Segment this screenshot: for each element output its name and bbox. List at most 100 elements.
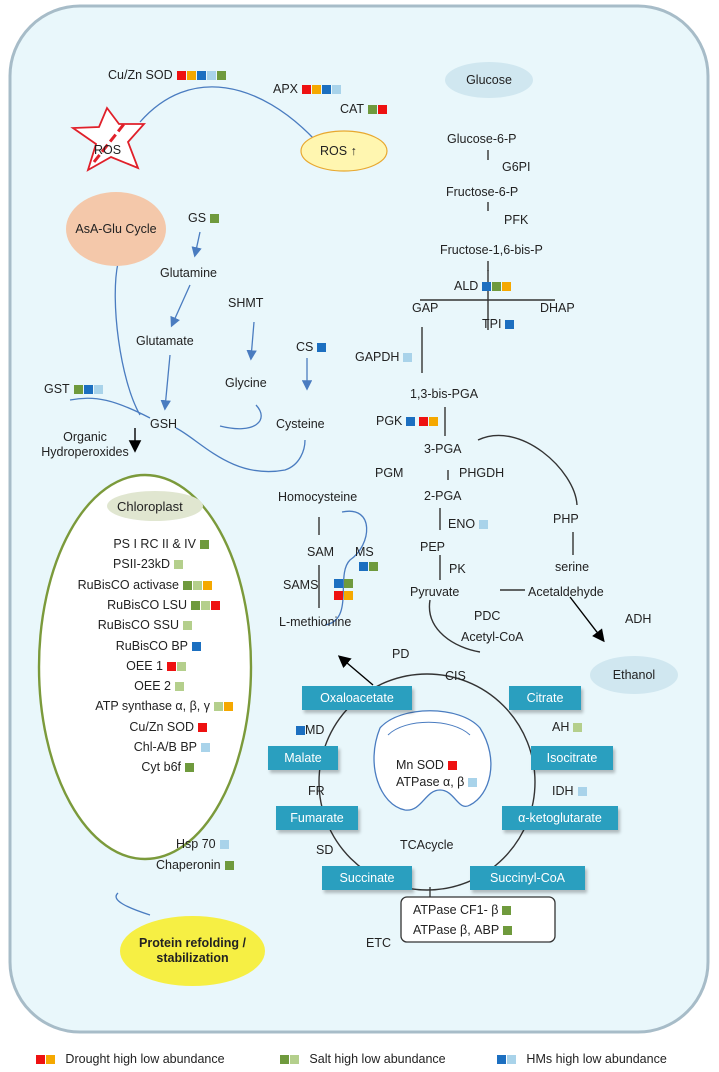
abundance-marks <box>221 858 234 872</box>
chloroplast-item-label: OEE 2 <box>134 679 171 694</box>
pyruvate: Pyruvate <box>410 585 460 599</box>
ros-up-label: ROS ↑ <box>320 144 357 158</box>
atpase-ab-label: ATPase α, β <box>396 775 478 790</box>
hms-high-square-icon <box>359 562 368 571</box>
gs-label: GS <box>188 211 220 226</box>
ald-label: ALD <box>454 279 512 294</box>
chloroplast-item-label: RuBisCO LSU <box>107 597 187 612</box>
salt-high-square-icon <box>368 105 378 114</box>
abundance-marks <box>298 82 342 96</box>
abundance-marks <box>478 279 512 293</box>
shmt: SHMT <box>228 296 264 310</box>
ros-slash <box>92 123 126 163</box>
hms-low-square-icon <box>479 520 489 529</box>
protein-refolding-oval: Protein refolding / stabilization <box>120 916 265 986</box>
sams-marks-bottom <box>330 590 353 600</box>
php: PHP <box>553 512 579 526</box>
salt-low-square-icon <box>201 600 210 610</box>
abundance-marks <box>330 586 353 603</box>
hms-low-square-icon <box>206 71 216 80</box>
hsp70-label: Hsp 70 <box>176 837 229 852</box>
salt-high-square-icon <box>73 385 83 394</box>
abundance-marks <box>415 414 439 428</box>
cysteine: Cysteine <box>276 417 325 431</box>
succinyl-coa-box: Succinyl-CoA <box>470 866 585 890</box>
pdc: PDC <box>474 609 501 623</box>
hms-low-square-icon <box>507 1055 516 1064</box>
glucose-6p: Glucose-6-P <box>447 132 517 146</box>
drought-high-square-icon <box>167 661 176 671</box>
salt-high-square-icon <box>216 71 226 80</box>
chloroplast-item: Chl-A/B BP <box>134 740 210 755</box>
hms-low-square-icon <box>468 778 478 787</box>
fructose-16bp: Fructose-1,6-bis-P <box>440 243 543 257</box>
hms-low-square-icon <box>403 353 413 362</box>
gsh: GSH <box>150 417 178 431</box>
legend-salt: Salt high low abundance <box>280 1052 446 1066</box>
drought-low-square-icon <box>429 417 439 426</box>
pgk-label: PGK <box>376 414 439 429</box>
abundance-marks <box>188 639 201 653</box>
drought-high-square-icon <box>378 105 388 114</box>
chloroplast-item: PSII-23kD <box>113 557 183 572</box>
chloroplast-item-label: OEE 1 <box>126 658 163 673</box>
abundance-marks <box>464 775 478 789</box>
salt-low-square-icon <box>183 621 192 631</box>
hms-low-square-icon <box>93 385 103 394</box>
cat-label: CAT <box>340 102 388 117</box>
salt-high-square-icon <box>191 600 200 610</box>
drought-low-square-icon <box>502 282 512 291</box>
tca-circle <box>318 673 536 891</box>
etc: ETC <box>366 936 391 950</box>
chloroplast-item: ATP synthase α, β, γ <box>95 699 233 714</box>
chloroplast-item: Cyt b6f <box>141 760 194 775</box>
abundance-marks <box>206 211 220 225</box>
drought-high-square-icon <box>211 600 220 610</box>
hms-high-square-icon <box>192 641 201 651</box>
organic-hydroperoxides: Organic Hydroperoxides <box>41 430 129 459</box>
pd: PD <box>392 647 410 661</box>
drought-high-square-icon <box>419 417 429 426</box>
chloroplast-item-label: Cyt b6f <box>141 760 181 775</box>
dhap: DHAP <box>540 301 575 315</box>
adh: ADH <box>625 612 652 626</box>
homocysteine: Homocysteine <box>278 490 358 504</box>
atpase-box <box>400 896 556 943</box>
chloroplast-item: RuBisCO BP <box>116 639 201 654</box>
pd-arrow <box>337 655 374 686</box>
chloroplast-item: PS I RC II & IV <box>113 537 209 552</box>
drought-high-square-icon <box>334 591 343 600</box>
abundance-marks <box>402 414 416 428</box>
chloroplast-item-label: PSII-23kD <box>113 557 170 572</box>
abundance-marks <box>569 720 583 734</box>
phgdh: PHGDH <box>459 466 505 480</box>
sams-marks-top <box>330 578 353 588</box>
salt-high-square-icon <box>492 282 502 291</box>
drought-high-square-icon <box>198 722 207 732</box>
salt-low-square-icon <box>193 580 202 590</box>
hms-high-square-icon <box>497 1055 506 1064</box>
gst-label: GST <box>44 382 103 397</box>
tca-cycle-label: TCAcycle <box>400 838 454 852</box>
ros-star-shape <box>70 106 147 172</box>
g6pi: G6PI <box>502 160 531 174</box>
ros-star-label: ROS <box>94 143 122 157</box>
up-arrow-icon: ↑ <box>350 144 357 158</box>
abundance-marks <box>355 557 378 574</box>
chaperonin-label: Chaperonin <box>156 858 234 873</box>
abundance-marks <box>497 1052 516 1066</box>
salt-high-square-icon <box>185 763 194 773</box>
salt-high-square-icon <box>344 579 353 588</box>
chloroplast-title-oval <box>107 491 203 521</box>
gap: GAP <box>412 301 439 315</box>
mitochondrion-shape <box>373 710 492 811</box>
pep: PEP <box>420 540 446 554</box>
abundance-marks <box>173 68 226 82</box>
abundance-marks <box>313 340 327 354</box>
abundance-marks <box>179 578 212 592</box>
abundance-marks <box>475 517 489 531</box>
asa-glu-cycle-oval: AsA-Glu Cycle <box>66 192 166 266</box>
abundance-marks <box>187 598 220 612</box>
salt-high-square-icon <box>224 861 234 870</box>
abundance-marks <box>498 903 512 917</box>
